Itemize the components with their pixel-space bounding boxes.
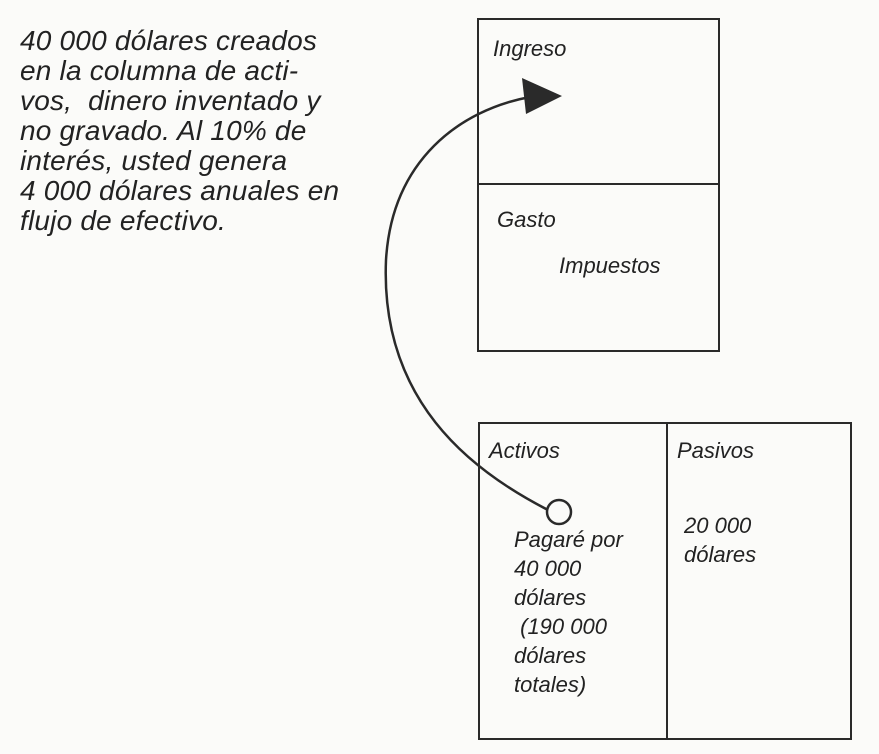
income-label: Ingreso bbox=[493, 36, 567, 61]
asset-note-line: dólares bbox=[514, 585, 587, 610]
liability-note-line: dólares bbox=[684, 542, 757, 567]
explanation-note: 40 000 dólares creados en la columna de … bbox=[20, 26, 400, 236]
asset-note-line: (190 000 bbox=[514, 614, 607, 639]
income-statement-box bbox=[477, 18, 720, 352]
assets-liabilities-divider bbox=[666, 424, 668, 738]
liability-note: 20 000 dólares bbox=[684, 511, 756, 569]
note-line: 40 000 dólares creados bbox=[20, 25, 318, 56]
asset-note-line: Pagaré por bbox=[514, 527, 623, 552]
note-line: 4 000 dólares anuales en bbox=[20, 175, 340, 206]
asset-note-line: dólares bbox=[514, 643, 587, 668]
note-line: vos, dinero inventado y bbox=[20, 85, 321, 116]
assets-label: Activos bbox=[489, 438, 560, 463]
note-line: interés, usted genera bbox=[20, 145, 288, 176]
asset-note-line: 40 000 bbox=[514, 556, 582, 581]
note-line: en la columna de acti- bbox=[20, 55, 299, 86]
balance-sheet-box bbox=[478, 422, 852, 740]
asset-note-line: totales) bbox=[514, 672, 587, 697]
note-line: no gravado. Al 10% de bbox=[20, 115, 307, 146]
liability-note-line: 20 000 bbox=[684, 513, 752, 538]
liabilities-label: Pasivos bbox=[677, 438, 755, 463]
taxes-label: Impuestos bbox=[559, 253, 661, 278]
expense-label: Gasto bbox=[497, 207, 556, 232]
income-expense-divider bbox=[479, 183, 718, 185]
asset-note: Pagaré por 40 000 dólares (190 000 dólar… bbox=[514, 525, 623, 699]
note-line: flujo de efectivo. bbox=[20, 205, 226, 236]
